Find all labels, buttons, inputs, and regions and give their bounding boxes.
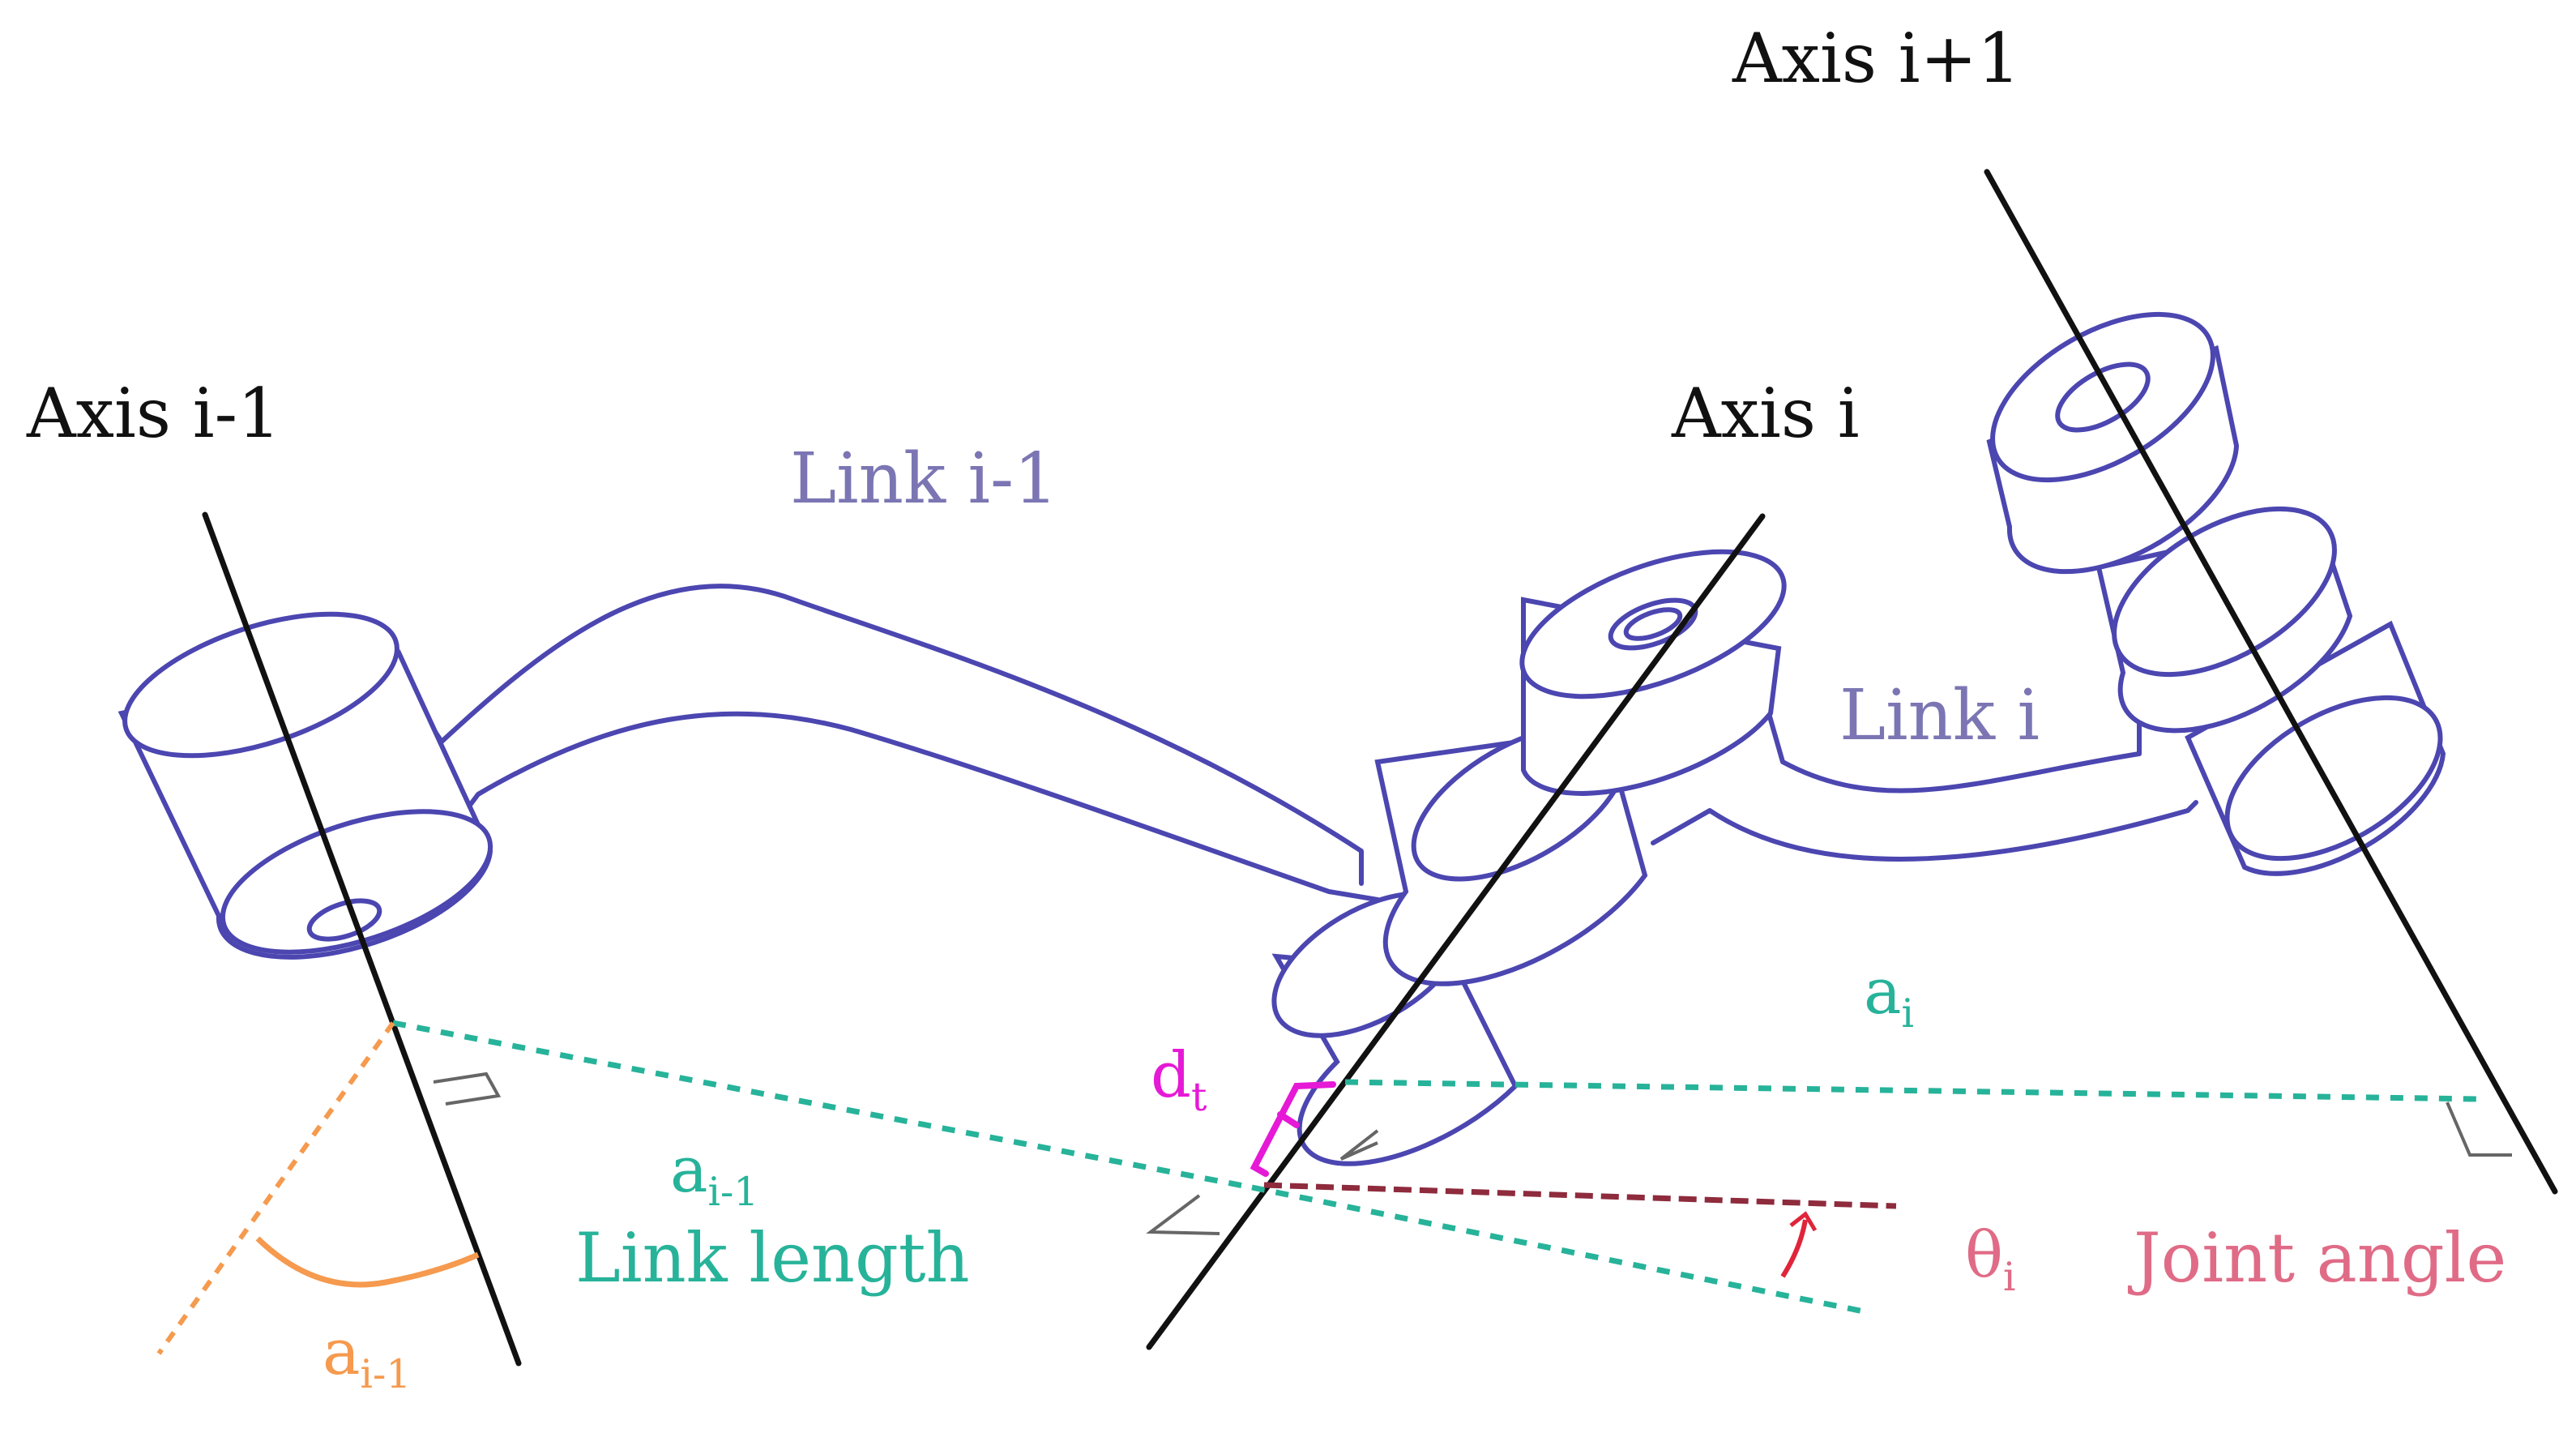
link-i-1-label: Link i-1 bbox=[790, 438, 1058, 520]
joint-angle-label: Joint angle bbox=[2134, 1218, 2507, 1298]
axis-i-plus-1-line bbox=[1984, 169, 2558, 1195]
link-i-label: Link i bbox=[1839, 675, 2040, 756]
joint-angle-lines bbox=[1263, 1182, 1897, 1278]
link-twist bbox=[156, 1021, 480, 1355]
offset-bracket bbox=[1250, 1081, 1336, 1177]
axis-i-1-line bbox=[202, 511, 522, 1367]
joint-i-1 bbox=[117, 611, 493, 960]
axis-i-line bbox=[1146, 513, 1766, 1350]
a-i-1-symbol: ai-1 bbox=[670, 1134, 759, 1215]
twist-arc bbox=[255, 1236, 480, 1288]
twist-symbol: ai-1 bbox=[323, 1316, 412, 1397]
a-i-1-extension bbox=[1251, 1184, 1865, 1315]
axis-i-label: Axis i bbox=[1672, 374, 1860, 453]
link-i-tube bbox=[1651, 703, 2198, 862]
offset-symbol: dt bbox=[1151, 1039, 1207, 1120]
a-i-1-common-normal bbox=[392, 1020, 1253, 1191]
link-length-label: Link length bbox=[575, 1218, 970, 1298]
a-i-common-normal bbox=[1344, 1079, 2480, 1102]
link-length-lines bbox=[392, 1020, 2480, 1315]
joint-i-plus-1 bbox=[1986, 311, 2446, 876]
right-angle-markers bbox=[433, 1072, 2512, 1235]
axis-i-1-label: Axis i-1 bbox=[27, 374, 281, 453]
a-i-symbol: ai bbox=[1864, 956, 1914, 1037]
link-i-1-tube bbox=[421, 584, 1380, 902]
theta-reference-line bbox=[1263, 1182, 1897, 1209]
robot-links bbox=[421, 584, 2198, 902]
link-offset bbox=[1250, 1081, 1336, 1177]
axis-i-plus-1-label: Axis i+1 bbox=[1732, 19, 2021, 98]
theta-arc-arrow bbox=[1789, 1211, 1818, 1232]
twist-projected-axis bbox=[156, 1021, 395, 1355]
joint-axes bbox=[202, 169, 2558, 1367]
theta-symbol: θi bbox=[1965, 1219, 2016, 1300]
theta-arc bbox=[1780, 1219, 1808, 1278]
joint-i bbox=[1271, 549, 1787, 1166]
